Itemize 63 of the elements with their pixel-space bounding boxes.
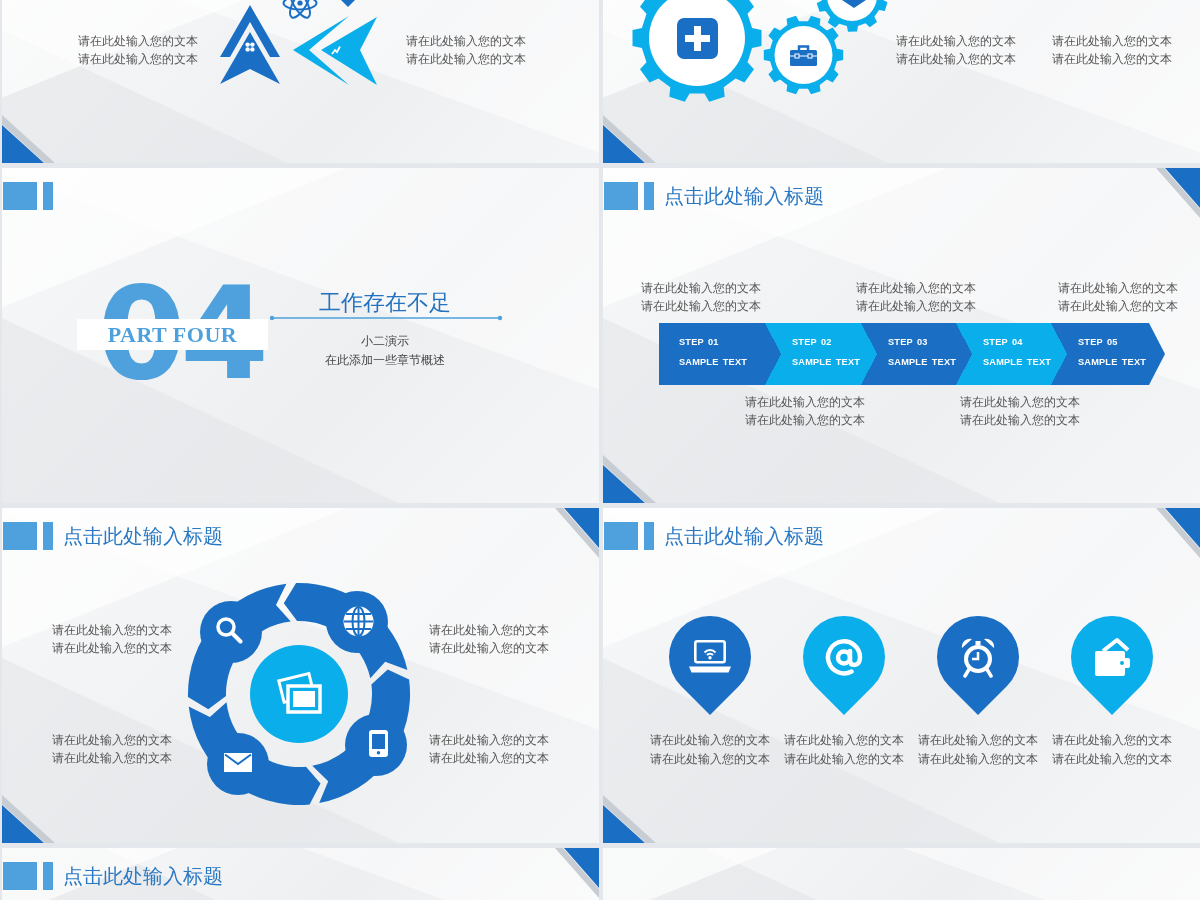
step-label: STEP 03 bbox=[888, 336, 928, 349]
slide-panel bbox=[603, 848, 1200, 900]
slide-title: 点击此处输入标题 bbox=[63, 864, 223, 889]
body-text: 请在此处输入您的文本 bbox=[429, 622, 549, 638]
step-text: SAMPLE TEXT bbox=[679, 356, 748, 369]
slide-title: 点击此处输入标题 bbox=[63, 524, 223, 549]
body-text: 请在此处输入您的文本 bbox=[429, 732, 549, 748]
body-text: 请在此处输入您的文本 bbox=[960, 412, 1080, 428]
body-text: 请在此处输入您的文本 bbox=[1052, 51, 1172, 67]
body-text: 请在此处输入您的文本 bbox=[406, 51, 526, 67]
step-text: SAMPLE TEXT bbox=[983, 356, 1052, 369]
body-text: 请在此处输入您的文本 bbox=[745, 394, 865, 410]
step-label: STEP 04 bbox=[983, 336, 1023, 349]
body-text: 请在此处输入您的文本 bbox=[856, 280, 976, 296]
body-text: 请在此处输入您的文本 bbox=[960, 394, 1080, 410]
subtitle-text: 小二演示 bbox=[361, 334, 409, 349]
process-step bbox=[659, 323, 765, 385]
map-pin bbox=[937, 616, 1019, 715]
slide-panel bbox=[603, 0, 1200, 163]
slide-title: 点击此处输入标题 bbox=[664, 524, 824, 549]
body-text: 请在此处输入您的文本 bbox=[1052, 33, 1172, 49]
body-text: 请在此处输入您的文本 bbox=[78, 51, 198, 67]
pin-caption: 请在此处输入您的文本 bbox=[918, 732, 1038, 748]
body-text: 请在此处输入您的文本 bbox=[52, 750, 172, 766]
step-text: SAMPLE TEXT bbox=[792, 356, 861, 369]
body-text: 请在此处输入您的文本 bbox=[745, 412, 865, 428]
body-text: 请在此处输入您的文本 bbox=[896, 51, 1016, 67]
pin-caption: 请在此处输入您的文本 bbox=[1052, 751, 1172, 767]
slide-panel bbox=[2, 0, 599, 163]
pin-caption: 请在此处输入您的文本 bbox=[784, 732, 904, 748]
body-text: 请在此处输入您的文本 bbox=[52, 640, 172, 656]
step-label: STEP 02 bbox=[792, 336, 832, 349]
body-text: 请在此处输入您的文本 bbox=[52, 622, 172, 638]
step-text: SAMPLE TEXT bbox=[888, 356, 957, 369]
step-label: STEP 05 bbox=[1078, 336, 1118, 349]
map-pin bbox=[803, 616, 885, 715]
body-text: 请在此处输入您的文本 bbox=[896, 33, 1016, 49]
slide-title: 点击此处输入标题 bbox=[664, 184, 824, 209]
map-pin bbox=[1071, 616, 1153, 715]
body-text: 请在此处输入您的文本 bbox=[1058, 298, 1178, 314]
pin-caption: 请在此处输入您的文本 bbox=[918, 751, 1038, 767]
pin-caption: 请在此处输入您的文本 bbox=[650, 751, 770, 767]
step-text: SAMPLE TEXT bbox=[1078, 356, 1147, 369]
map-pin bbox=[669, 616, 751, 715]
body-text: 请在此处输入您的文本 bbox=[641, 280, 761, 296]
body-text: 请在此处输入您的文本 bbox=[78, 33, 198, 49]
slide-panel bbox=[2, 168, 599, 503]
slide-panel bbox=[2, 848, 599, 900]
slide-panel bbox=[603, 508, 1200, 843]
body-text: 请在此处输入您的文本 bbox=[52, 732, 172, 748]
body-text: 请在此处输入您的文本 bbox=[429, 640, 549, 656]
pin-caption: 请在此处输入您的文本 bbox=[784, 751, 904, 767]
body-text: 请在此处输入您的文本 bbox=[406, 33, 526, 49]
body-text: 请在此处输入您的文本 bbox=[856, 298, 976, 314]
body-text: 请在此处输入您的文本 bbox=[641, 298, 761, 314]
step-label: STEP 01 bbox=[679, 336, 719, 349]
slide-panel bbox=[603, 168, 1200, 503]
subtitle-text: 在此添加一些章节概述 bbox=[325, 353, 445, 368]
pin-caption: 请在此处输入您的文本 bbox=[650, 732, 770, 748]
section-title: 工作存在不足 bbox=[319, 289, 451, 317]
body-text: 请在此处输入您的文本 bbox=[429, 750, 549, 766]
body-text: 请在此处输入您的文本 bbox=[1058, 280, 1178, 296]
pin-caption: 请在此处输入您的文本 bbox=[1052, 732, 1172, 748]
